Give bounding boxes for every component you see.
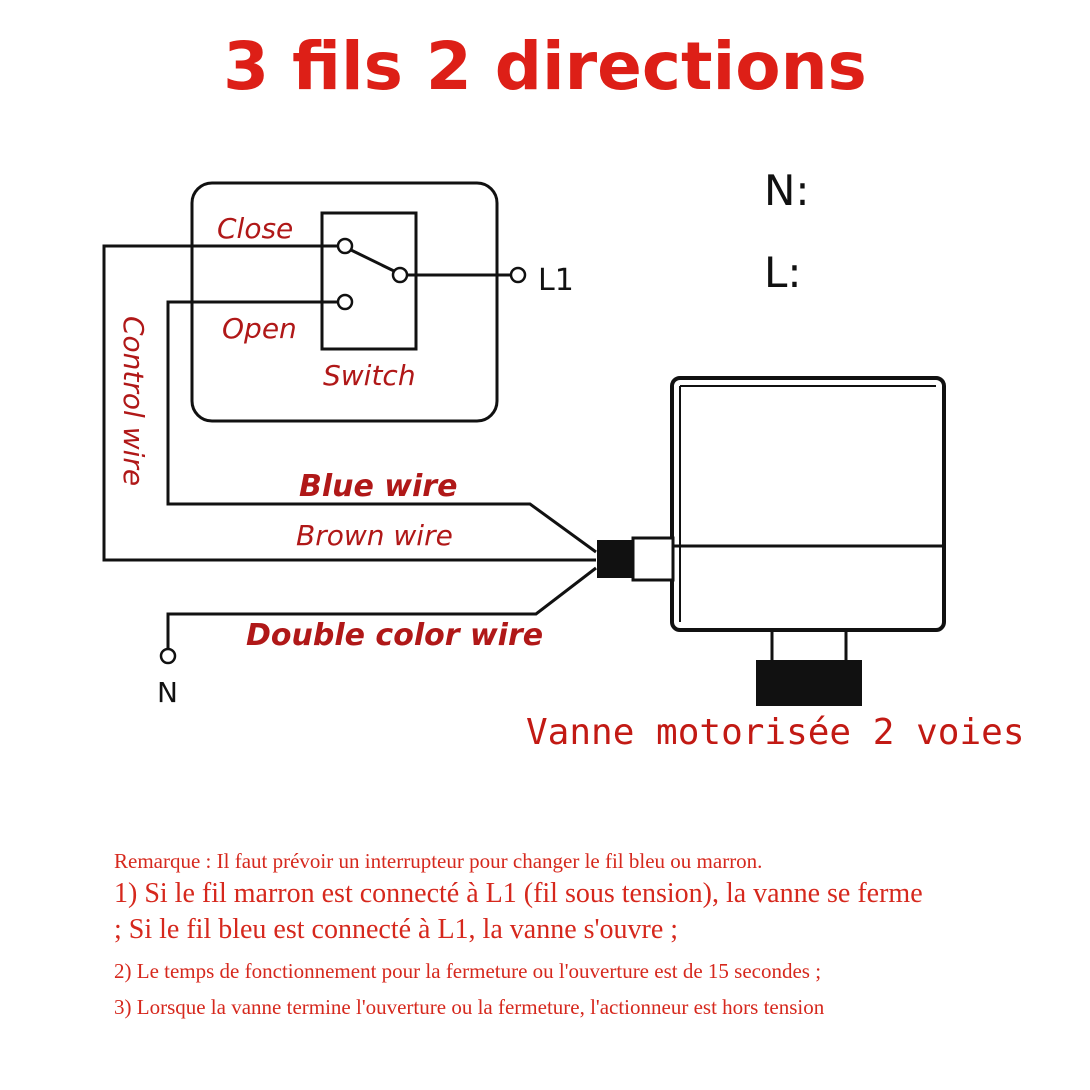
open-contact — [336, 293, 354, 311]
control-wire-label: Control wire — [117, 316, 150, 486]
note-item-3: 3) Lorsque la vanne termine l'ouverture … — [114, 995, 825, 1019]
note-item-1-line-2: ; Si le fil bleu est connecté à L1, la v… — [114, 914, 679, 945]
blue-wire-path — [166, 300, 597, 554]
l1-label: L1 — [538, 263, 574, 298]
blue-wire-label: Blue wire — [299, 469, 457, 504]
close-label: Close — [217, 212, 293, 245]
cable-gland-nut — [597, 540, 633, 578]
switch-body — [320, 211, 418, 351]
double-color-wire-label: Double color wire — [246, 618, 543, 653]
n-terminal-label: N — [157, 676, 178, 709]
note-remark: Remarque : Il faut prévoir un interrupte… — [114, 849, 763, 873]
page-title: 3 fils 2 directions — [223, 28, 867, 105]
switch-lever — [350, 248, 395, 273]
valve-port — [756, 660, 862, 706]
common-contact — [391, 266, 409, 284]
brown-wire-path — [102, 244, 596, 562]
close-contact — [336, 237, 354, 255]
double-color-wire-path — [166, 566, 597, 648]
valve-caption: Vanne motorisée 2 voies — [526, 712, 1025, 753]
supply-n-label: N: — [764, 166, 810, 215]
l1-terminal — [509, 266, 527, 284]
brown-wire-label: Brown wire — [296, 519, 453, 552]
switch-label: Switch — [323, 359, 416, 392]
note-item-1-line-1: 1) Si le fil marron est connecté à L1 (f… — [114, 878, 923, 909]
cable-gland — [631, 536, 675, 582]
supply-l-label: L: — [764, 248, 802, 297]
open-label: Open — [222, 312, 297, 345]
valve-body — [670, 376, 946, 632]
n-terminal — [159, 647, 177, 665]
notes-block: Remarque : Il faut prévoir un interrupte… — [114, 846, 1079, 1022]
note-item-2: 2) Le temps de fonctionnement pour la fe… — [114, 959, 822, 983]
